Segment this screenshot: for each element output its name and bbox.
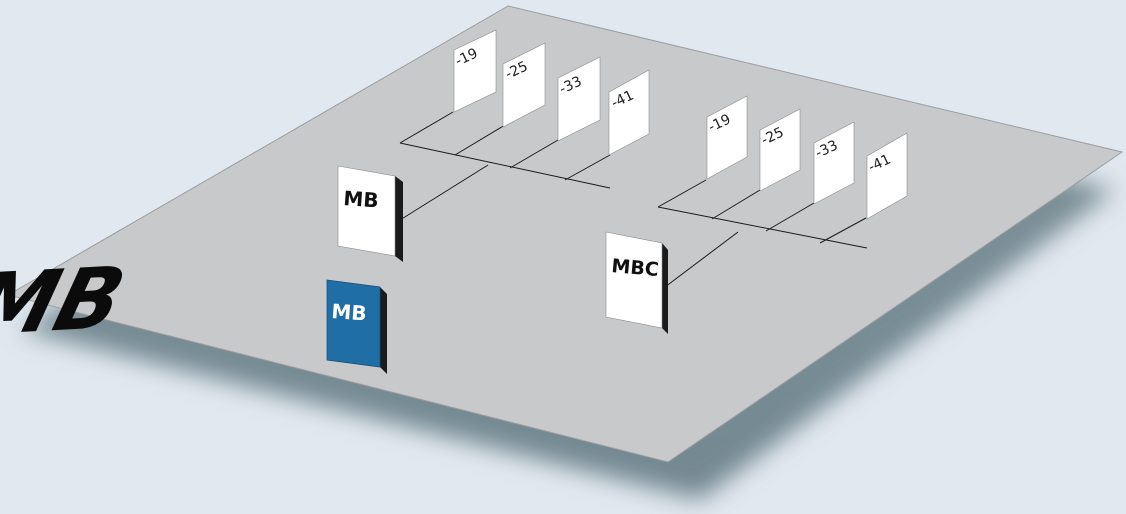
left-variant-card[interactable]: -19 [453, 29, 497, 113]
platform [6, 5, 1124, 463]
left-module-box[interactable]: MB [337, 165, 403, 262]
right-variant-card[interactable]: -33 [813, 121, 855, 205]
right-module-box[interactable]: MBC [605, 231, 668, 334]
left-variant-card[interactable]: -41 [608, 69, 650, 156]
right-variant-card[interactable]: -19 [706, 95, 748, 180]
left-tree-connectors [399, 111, 611, 221]
highlighted-module-label: MB [331, 299, 368, 325]
left-variant-card[interactable]: -33 [557, 56, 601, 142]
right-variant-cards: -19 -25 -33 -41 [706, 95, 908, 220]
right-module-label: MBC [611, 255, 660, 281]
left-module-label: MB [343, 186, 380, 212]
right-variant-card[interactable]: -25 [759, 108, 801, 192]
highlighted-module-box[interactable]: MB [326, 279, 387, 374]
left-variant-card[interactable]: -25 [502, 42, 546, 128]
right-tree-connectors [657, 179, 868, 288]
left-variant-cards: -19 -25 -33 -41 [453, 29, 650, 156]
right-variant-card[interactable]: -41 [866, 132, 908, 220]
